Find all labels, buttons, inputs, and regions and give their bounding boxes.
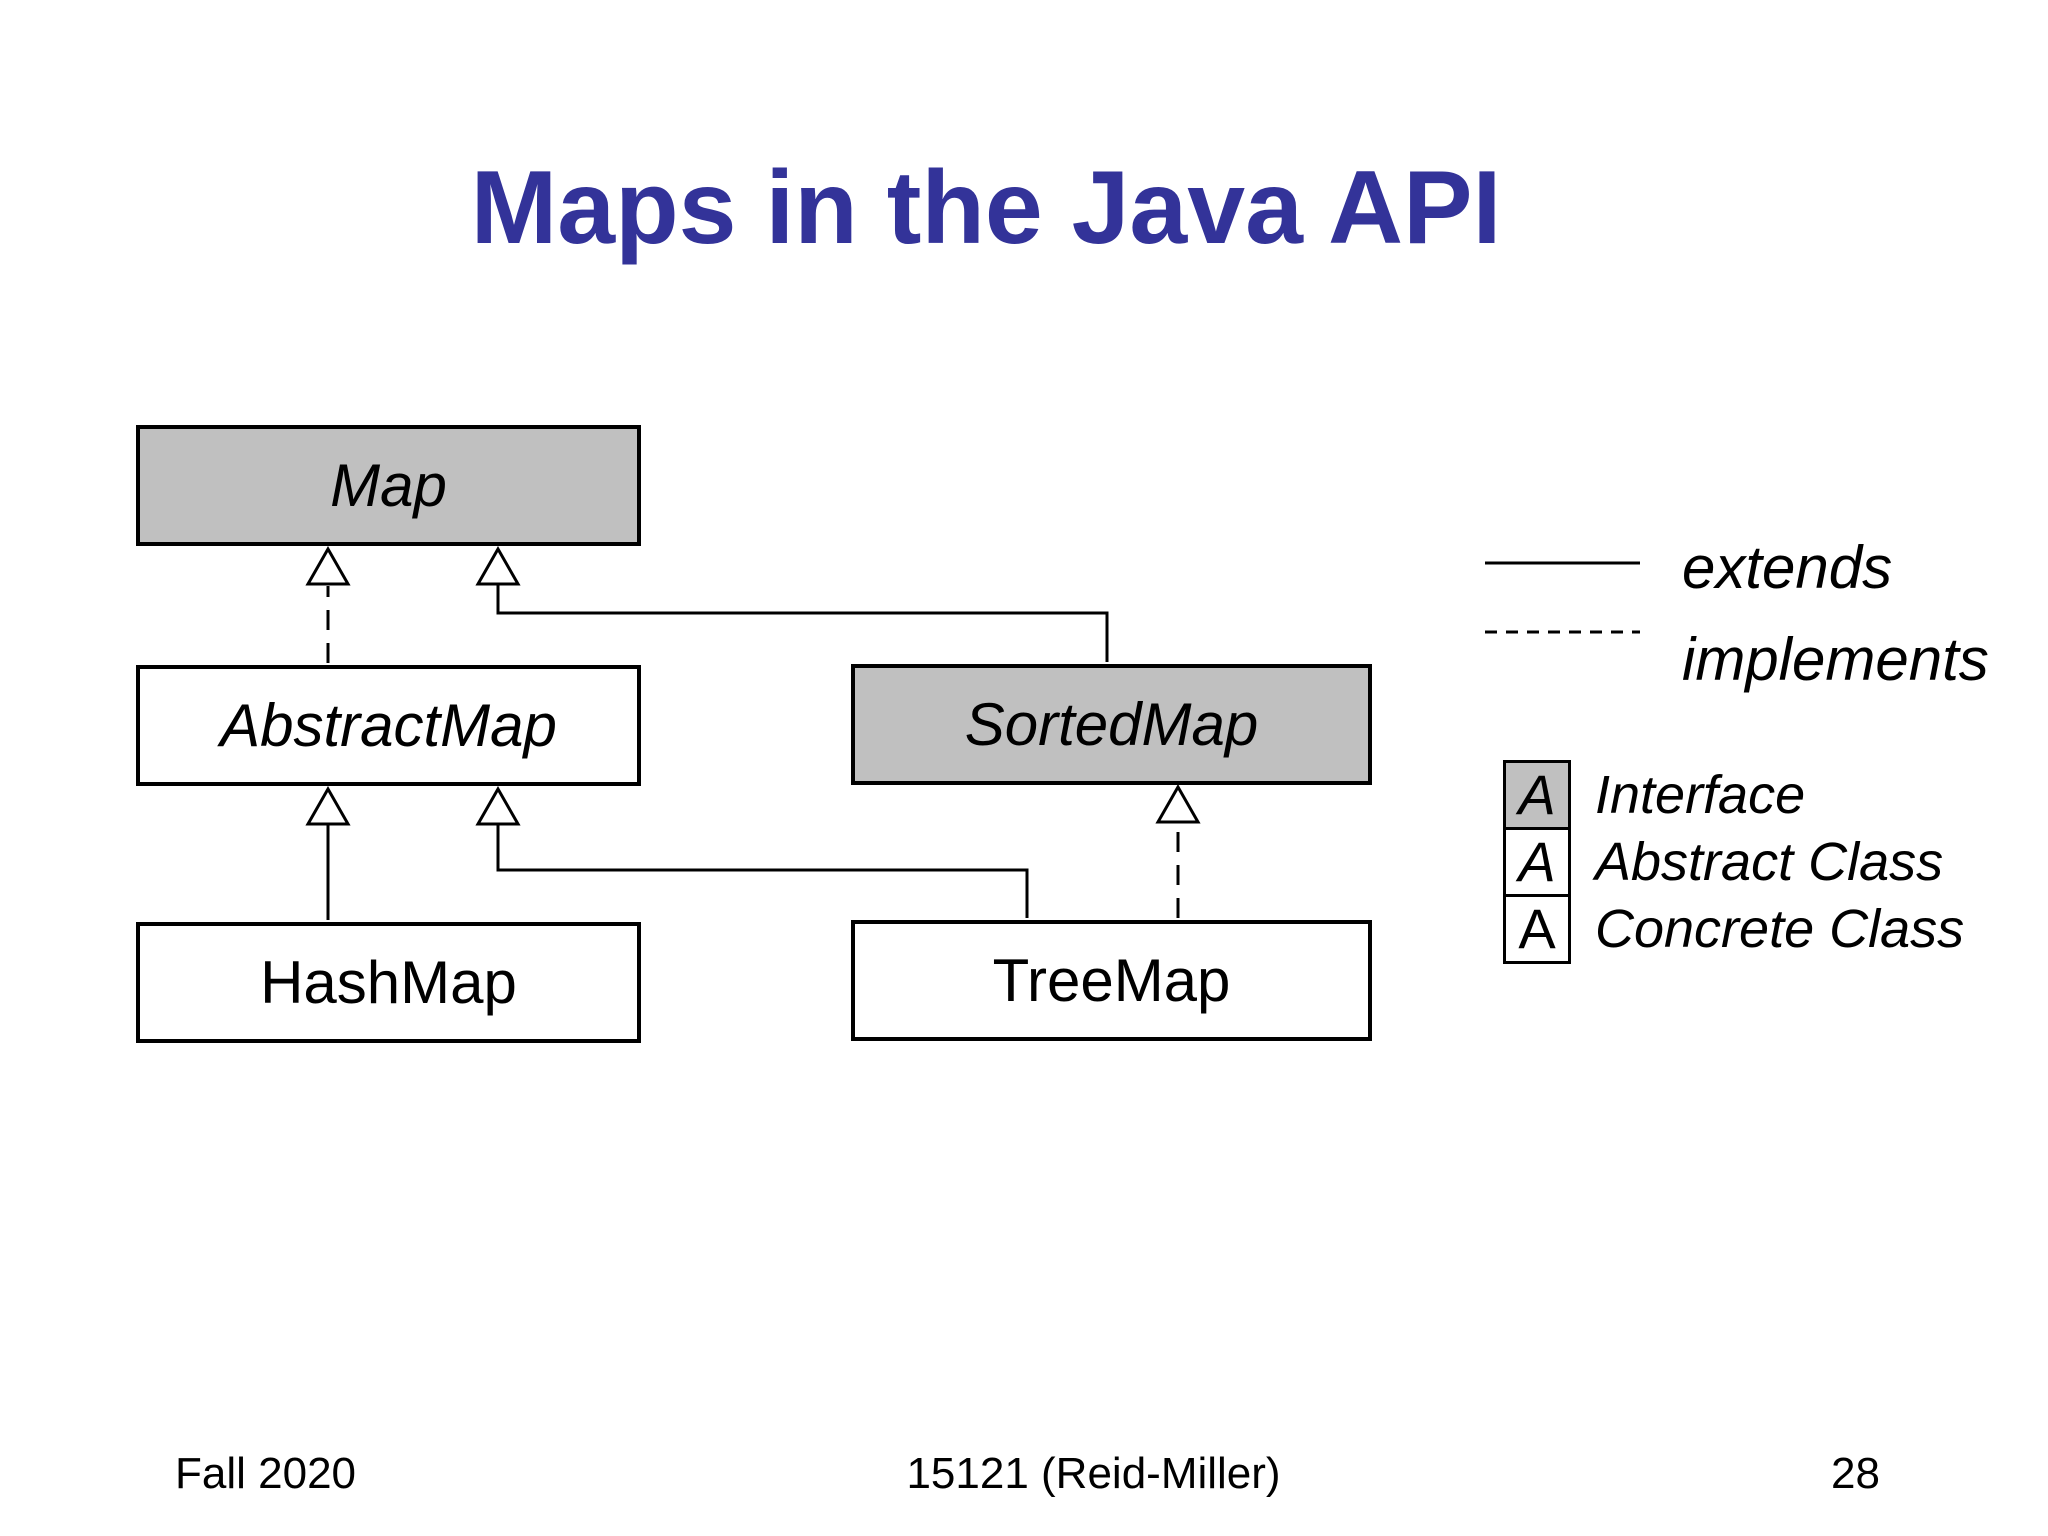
abstract-class-swatch: A [1503,827,1571,897]
node-sortedmap: SortedMap [851,664,1372,785]
edge-abstractmap-implements-map [305,545,351,663]
legend-implements-label: implements [1682,626,1989,693]
legend-interface-label: Interface [1595,765,1806,825]
node-treemap-label: TreeMap [992,946,1231,1014]
node-hashmap-label: HashMap [260,948,517,1016]
hollow-triangle-arrowhead [1155,783,1201,824]
interface-swatch: A [1503,760,1571,830]
node-map-label: Map [330,451,447,519]
node-hashmap: HashMap [136,922,641,1043]
legend-row-abstract-class: A Abstract Class [1503,827,1964,897]
hollow-triangle-arrowhead [475,785,521,826]
node-sortedmap-label: SortedMap [964,690,1259,758]
abstract-class-swatch-letter: A [1518,830,1556,893]
footer-semester: Fall 2020 [175,1449,357,1498]
footer-page-number: 28 [1831,1449,1880,1498]
hollow-triangle-arrowhead [305,545,351,586]
footer-course: 15121 (Reid-Miller) [906,1449,1281,1498]
node-treemap: TreeMap [851,920,1372,1041]
edge-sortedmap-extends-map-line [496,584,1109,662]
concrete-class-swatch-letter: A [1518,897,1556,960]
edge-sortedmap-extends-map [475,545,1109,662]
node-map: Map [136,425,641,546]
edge-treemap-implements-sortedmap [1155,783,1201,918]
legend-abstract-class-label: Abstract Class [1595,832,1944,892]
hollow-triangle-arrowhead [475,545,521,586]
node-abstractmap: AbstractMap [136,665,641,786]
page-title: Maps in the Java API [470,150,1502,266]
legend-extends-label: extends [1682,534,1893,601]
legend-row-interface: A Interface [1503,760,1964,830]
concrete-class-swatch: A [1503,894,1571,964]
interface-swatch-letter: A [1518,763,1556,826]
slide-footer: Fall 2020 15121 (Reid-Miller) 28 [0,1452,2048,1496]
legend-row-concrete-class: A Concrete Class [1503,894,1964,964]
hollow-triangle-arrowhead [305,785,351,826]
legend-concrete-class-label: Concrete Class [1595,899,1965,959]
edge-hashmap-extends-abstractmap [305,785,351,920]
node-abstractmap-label: AbstractMap [220,691,557,759]
edge-treemap-extends-abstractmap [475,785,1029,918]
edge-treemap-extends-abstractmap-line [496,824,1029,918]
node-type-legend: A Interface A Abstract Class A Concrete … [1503,760,1964,964]
